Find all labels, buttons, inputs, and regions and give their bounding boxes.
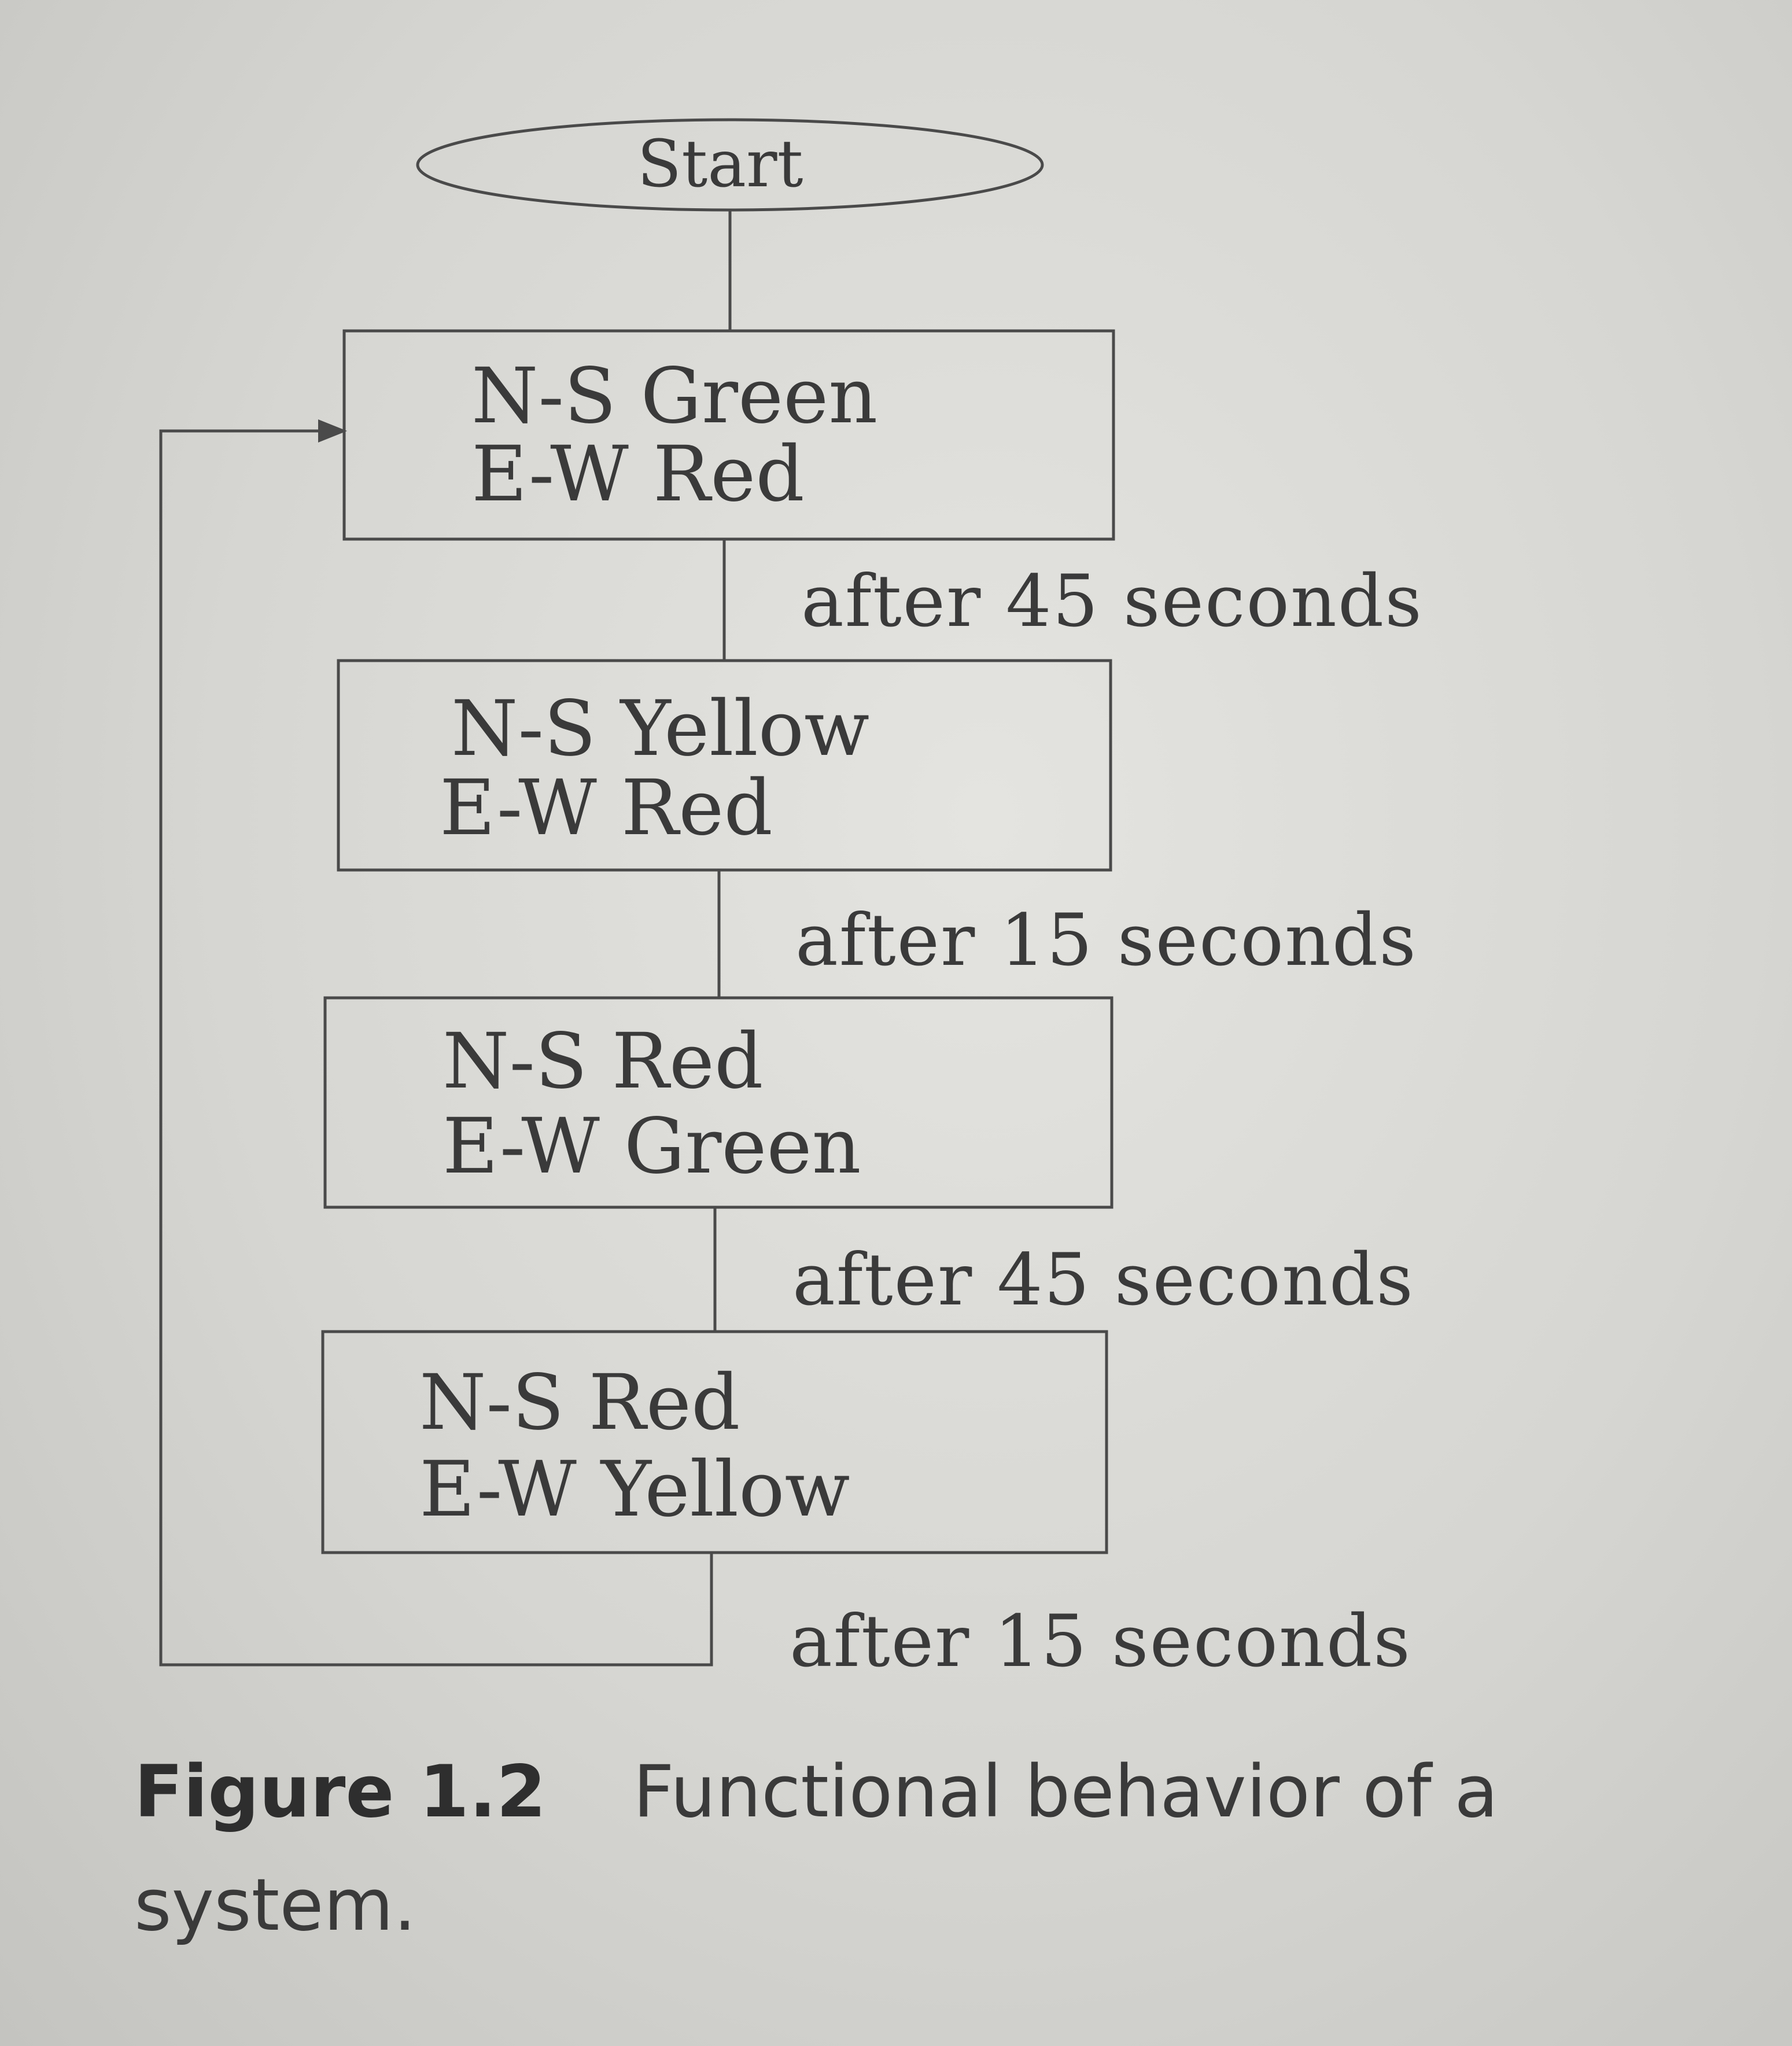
state-1-ew: E-W Red [471, 430, 805, 519]
figure-caption-text: Functional behavior of a system. [134, 1750, 1499, 1947]
state-2-ew: E-W Red [440, 764, 773, 853]
state-box-4 [321, 1330, 1108, 1554]
state-box-2 [337, 659, 1112, 872]
state-2-ns: N-S Yellow [451, 684, 869, 773]
figure-number: Figure 1.2 [134, 1750, 547, 1834]
state-4-ew: E-W Yellow [419, 1445, 850, 1534]
transition-3: after 45 seconds [792, 1238, 1414, 1322]
state-box-3 [323, 996, 1113, 1209]
state-3-ew: E-W Green [443, 1102, 861, 1191]
loop-back-line [159, 429, 713, 1667]
transition-2: after 15 seconds [795, 899, 1417, 982]
state-1-ns: N-S Green [471, 352, 877, 441]
transition-1: after 45 seconds [801, 560, 1423, 643]
state-3-ns: N-S Red [443, 1017, 764, 1106]
start-label: Start [637, 127, 803, 202]
state-4-ns: N-S Red [419, 1358, 740, 1447]
transition-4: after 15 seconds [790, 1600, 1411, 1683]
